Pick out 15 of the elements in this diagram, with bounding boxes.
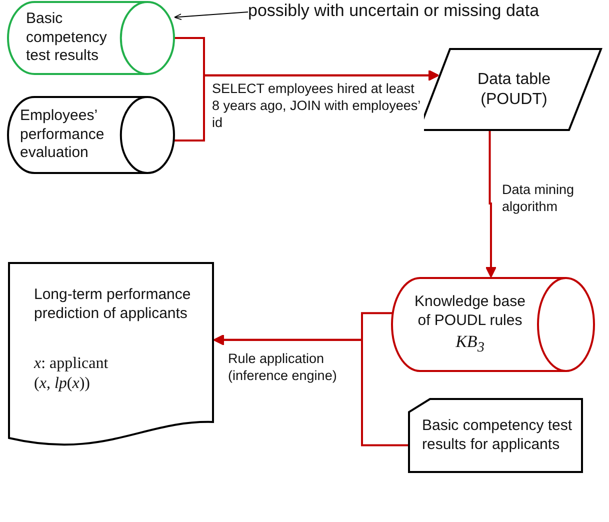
- arrow: [213, 334, 408, 446]
- annotation-text: possibly with uncertain or missing data: [248, 0, 540, 22]
- formula-text: (x, lp(x)): [34, 374, 90, 394]
- node-text: Basic competency test results for applicants: [422, 416, 574, 454]
- heading-text: Long-term performance prediction of applicants: [34, 286, 192, 324]
- arrow: [174, 70, 440, 142]
- node-text: KB$_{3}$: [456, 330, 484, 357]
- arrow: [485, 131, 497, 278]
- node-text: Data table (POUDT): [476, 70, 552, 110]
- definition-text: x: applicant: [34, 354, 108, 374]
- leader-arrow: [174, 12, 248, 20]
- node-text: Knowledge base of POUDL rules: [414, 293, 526, 331]
- node-text: Basic competency test results: [26, 10, 108, 66]
- edge-label: SELECT employees hired at least 8 years ago, JOIN with employees’ id: [210, 80, 424, 133]
- node-text: Employees’ performance evaluation: [20, 106, 106, 164]
